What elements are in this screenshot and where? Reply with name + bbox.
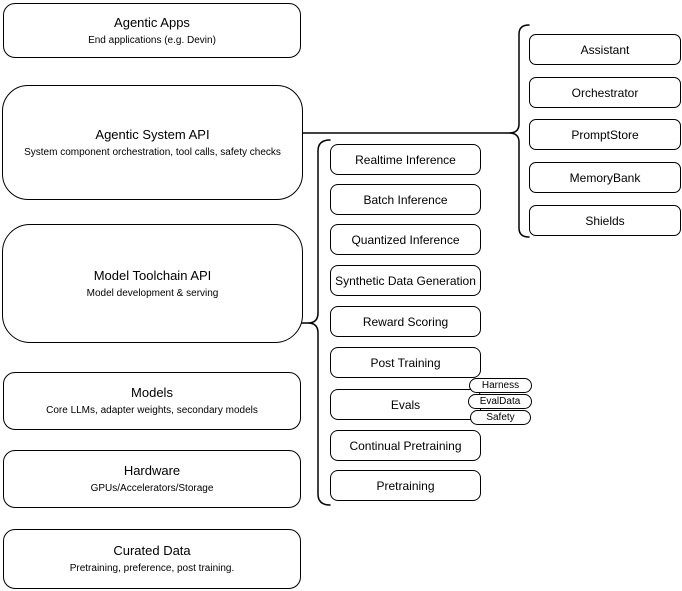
node-promptstore: PromptStore [529,119,681,150]
node-subtitle: GPUs/Accelerators/Storage [90,483,214,494]
node-label: Reward Scoring [362,314,449,329]
tag-evaldata: EvalData [468,394,532,409]
node-batch-inference: Batch Inference [330,184,481,215]
node-subtitle: Core LLMs, adapter weights, secondary mo… [46,405,258,416]
node-subtitle: End applications (e.g. Devin) [88,34,216,46]
node-pretraining: Pretraining [330,470,481,501]
node-label: Post Training [370,355,441,370]
node-quantized-inference: Quantized Inference [330,224,481,255]
node-label: PromptStore [571,127,639,142]
node-synthetic-data-generation: Synthetic Data Generation [330,265,481,296]
node-subtitle: Pretraining, preference, post training. [69,563,235,574]
node-title: Agentic Apps [114,14,190,30]
node-title: Model Toolchain API [93,267,212,283]
node-label: Realtime Inference [355,152,456,167]
node-label: Synthetic Data Generation [335,273,476,288]
node-continual-pretraining: Continual Pretraining [330,430,481,461]
node-post-training: Post Training [330,347,481,378]
node-label: Quantized Inference [351,232,460,247]
node-label: Pretraining [376,478,435,493]
node-label: Evals [390,397,421,412]
tag-safety: Safety [470,410,531,425]
node-label: Assistant [580,42,630,57]
node-orchestrator: Orchestrator [529,77,681,108]
node-curated-data: Curated Data Pretraining, preference, po… [3,529,301,589]
node-label: Orchestrator [571,85,639,100]
node-hardware: Hardware GPUs/Accelerators/Storage [3,450,301,508]
node-assistant: Assistant [529,34,681,65]
node-title: Curated Data [113,543,191,558]
node-label: MemoryBank [569,170,641,185]
node-realtime-inference: Realtime Inference [330,144,481,175]
node-shields: Shields [529,205,681,236]
node-reward-scoring: Reward Scoring [330,306,481,337]
node-model-toolchain-api: Model Toolchain API Model development & … [2,224,303,343]
node-title: Agentic System API [95,126,210,142]
node-label: Continual Pretraining [349,438,462,453]
node-agentic-system-api: Agentic System API System component orch… [2,85,303,200]
node-subtitle: System component orchestration, tool cal… [24,146,281,158]
node-subtitle: Model development & serving [86,287,219,299]
node-title: Models [131,385,173,400]
brace-system-components [508,24,530,238]
node-agentic-apps: Agentic Apps End applications (e.g. Devi… [3,3,301,58]
node-label: Batch Inference [363,192,448,207]
node-label: Shields [585,213,625,228]
brace-toolchain-items [307,139,331,506]
node-models: Models Core LLMs, adapter weights, secon… [3,372,301,430]
node-evals: Evals [330,389,481,420]
tag-harness: Harness [469,378,532,393]
node-memorybank: MemoryBank [529,162,681,193]
node-title: Hardware [123,463,181,478]
